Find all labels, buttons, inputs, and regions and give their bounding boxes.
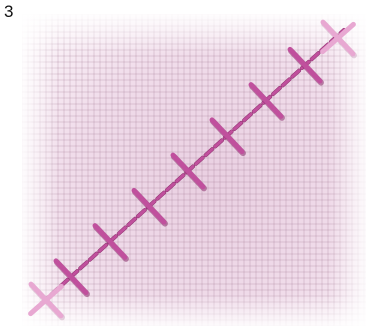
- stitch-bar-diagonal: [28, 283, 64, 317]
- stitch-illustration: [22, 14, 366, 326]
- stitch-bar-diagonal: [320, 21, 356, 55]
- cross-stitch: [170, 152, 207, 192]
- edge-fade-top: [22, 14, 366, 54]
- cross-stitch: [28, 281, 65, 321]
- cross-stitch: [92, 223, 129, 262]
- cross-stitch: [131, 187, 168, 227]
- stitch-bar: [170, 152, 206, 190]
- edge-fade-right: [330, 14, 366, 326]
- stitch-bar: [287, 46, 323, 84]
- stitch-bar: [53, 258, 89, 296]
- stitch-bar: [92, 223, 128, 260]
- stitch-bar: [248, 82, 284, 119]
- cross-stitches: [28, 19, 357, 321]
- cross-stitch: [287, 46, 324, 86]
- cross-stitch: [320, 19, 357, 59]
- cross-stitch: [209, 117, 246, 157]
- step-number: 3: [4, 2, 14, 21]
- stitch-bar: [131, 187, 167, 225]
- stitch-bar: [209, 117, 245, 155]
- edge-fade-bottom: [22, 294, 366, 326]
- cross-stitch: [248, 82, 285, 121]
- edge-fade-left: [22, 14, 58, 326]
- cross-stitch: [53, 258, 90, 298]
